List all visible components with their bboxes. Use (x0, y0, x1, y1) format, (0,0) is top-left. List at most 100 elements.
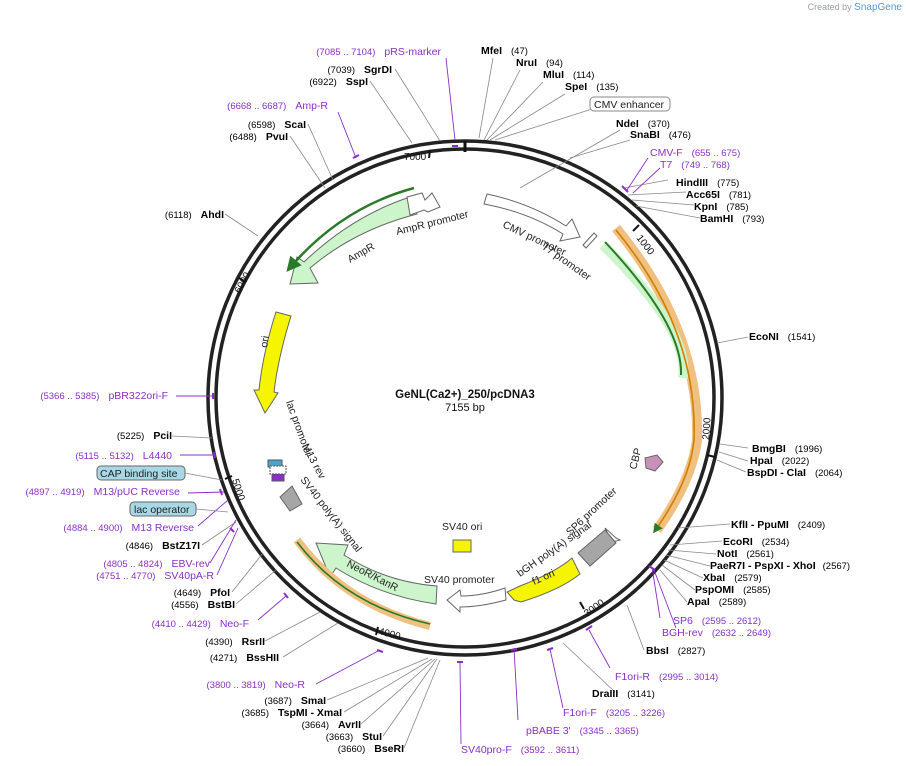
tick-marks (224, 149, 716, 636)
enzyme-pos: (2567) (823, 561, 850, 572)
enzyme-pos: (775) (717, 178, 739, 189)
primer-range: (4751 .. 4770) (96, 571, 155, 582)
svg-text:(3664)AvrII: (3664)AvrII (302, 719, 362, 731)
enzyme-labels[interactable]: MfeI(47) NruI(94) MluI(114) SpeI(135) Nd… (117, 45, 850, 755)
enzyme-name: PaeR7I - PspXI - XhoI (710, 560, 816, 572)
enzyme-name: RsrII (242, 636, 265, 648)
sv40-ori-feature[interactable] (452, 539, 472, 553)
enzyme-pos: (2064) (815, 468, 842, 479)
primer-name: L4440 (143, 450, 172, 462)
plasmid-name: GeNL(Ca2+)_250/pcDNA3 (395, 389, 535, 401)
neor-kanr-arrow[interactable] (315, 542, 438, 605)
svg-text:(5115 .. 5132)L4440: (5115 .. 5132) L4440 (75, 450, 172, 462)
svg-text:HindIII(775): HindIII(775) (676, 177, 739, 189)
boxed-labels[interactable]: CMV enhancer CAP binding site lac operat… (96, 96, 671, 517)
feature-label-sv40-ori: SV40 ori (442, 521, 482, 533)
cap-binding-site-label: CAP binding site (100, 468, 178, 480)
enzyme-pos: (4271) (210, 653, 237, 664)
enzyme-name: MluI (543, 69, 564, 81)
primer-name: Amp-R (295, 100, 328, 112)
primer-range: (5366 .. 5385) (40, 391, 99, 402)
primer-range: (6668 .. 6687) (227, 101, 286, 112)
svg-text:SP6(2595 .. 2612): SP6 (2595 .. 2612) (673, 615, 761, 627)
ampr-promoter-arrow[interactable] (406, 192, 441, 216)
enzyme-name: DraIII (592, 688, 618, 700)
svg-text:EcoRI(2534): EcoRI(2534) (723, 536, 789, 548)
primer-range: (5115 .. 5132) (75, 451, 133, 462)
enzyme-pos: (6118) (165, 210, 192, 221)
lac-operator-feature[interactable] (271, 473, 285, 482)
primer-range: (4897 .. 4919) (25, 487, 84, 498)
svg-text:KflI - PpuMI(2409): KflI - PpuMI(2409) (731, 519, 825, 531)
primer-name: pBABE 3' (526, 725, 571, 737)
f1-ori-arrow[interactable] (506, 557, 581, 603)
enzyme-name: BmgBI (752, 443, 786, 455)
svg-text:(6488)PvuI: (6488)PvuI (229, 131, 288, 143)
enzyme-name: BssHII (246, 652, 279, 664)
svg-text:(3800 .. 3819)Neo-R: (3800 .. 3819)Neo-R (207, 679, 306, 691)
primer-name: CMV-F (650, 147, 683, 159)
tick-2000: 2000 (701, 417, 714, 440)
svg-text:(6922)SspI: (6922)SspI (309, 76, 368, 88)
boxed-label-leaders (184, 472, 229, 513)
plasmid-length: 7155 bp (445, 402, 485, 414)
primer-range: (3345 .. 3365) (580, 726, 639, 737)
ampr-feature-arrow[interactable] (289, 196, 418, 285)
svg-text:BGH-rev(2632 .. 2649): BGH-rev (2632 .. 2649) (662, 627, 771, 639)
svg-text:SpeI(135): SpeI(135) (565, 81, 618, 93)
primer-range: (2632 .. 2649) (712, 628, 771, 639)
enzyme-pos: (4390) (205, 637, 232, 648)
svg-text:BspDI - ClaI(2064): BspDI - ClaI(2064) (747, 467, 842, 479)
primer-name: SV40pro-F (461, 744, 512, 756)
insert-arc-green[interactable] (599, 241, 689, 379)
svg-text:PaeR7I - PspXI - XhoI(2567): PaeR7I - PspXI - XhoI (2567) (710, 560, 850, 572)
primer-range: (3800 .. 3819) (207, 680, 266, 691)
primer-name: EBV-rev (171, 558, 210, 570)
primer-range: (655 .. 675) (692, 148, 741, 159)
primer-name: pRS-marker (384, 46, 441, 58)
primer-range: (2595 .. 2612) (702, 616, 761, 627)
snapgene-logo-text: SnapGene (854, 2, 902, 13)
sv40-promoter-arrow[interactable] (446, 587, 507, 614)
ori-arrow[interactable] (253, 311, 292, 415)
svg-text:EcoNI(1541): EcoNI(1541) (749, 331, 815, 343)
enzyme-pos: (4846) (126, 541, 153, 552)
t7-promoter-arrow[interactable] (582, 232, 598, 249)
cmv-promoter-arrow[interactable] (483, 193, 581, 242)
feature-label-lac-promoter: lac promoter (283, 399, 314, 458)
enzyme-name: BbsI (646, 645, 669, 657)
feature-label-cbp: CBP (627, 447, 644, 471)
svg-text:(4846)BstZ17I: (4846)BstZ17I (126, 540, 200, 552)
enzyme-name: SmaI (301, 695, 326, 707)
primer-name: SP6 (673, 615, 693, 627)
enzyme-name: PvuI (266, 131, 288, 143)
enzyme-pos: (2579) (734, 573, 761, 584)
svg-text:NotI(2561): NotI(2561) (717, 548, 774, 560)
enzyme-pos: (2585) (743, 585, 770, 596)
svg-text:(6598)ScaI: (6598)ScaI (248, 119, 306, 131)
insert-arc-orange[interactable] (612, 224, 703, 533)
bgh-polya-feature[interactable] (577, 529, 617, 567)
enzyme-name: SnaBI (630, 129, 660, 141)
svg-text:(6118)AhdI: (6118)AhdI (165, 209, 224, 221)
svg-text:(7039)SgrDI: (7039)SgrDI (328, 64, 393, 76)
enzyme-pos: (47) (511, 46, 528, 57)
snapgene-branding: Created by SnapGene (808, 2, 902, 13)
enzyme-pos: (3663) (326, 732, 353, 743)
svg-text:(7085 .. 7104)pRS-marker: (7085 .. 7104)pRS-marker (316, 46, 441, 58)
svg-text:pBABE 3'(3345 .. 3365): pBABE 3' (3345 .. 3365) (526, 725, 639, 737)
primer-name: BGH-rev (662, 627, 704, 639)
svg-text:MluI(114): MluI (114) (543, 69, 594, 81)
primer-range: (749 .. 768) (681, 160, 730, 171)
lac-promoter-feature[interactable] (269, 465, 287, 475)
svg-text:SV40pro-F(3592 .. 3611): SV40pro-F(3592 .. 3611) (461, 744, 579, 756)
svg-text:NdeI(370): NdeI(370) (616, 118, 670, 130)
created-by-text: Created by (807, 2, 852, 12)
enzyme-pos: (4556) (171, 600, 198, 611)
primer-labels[interactable]: (7085 .. 7104)pRS-marker (6668 .. 6687) A… (25, 46, 771, 756)
enzyme-name: ApaI (687, 596, 710, 608)
cbp-feature[interactable] (644, 454, 664, 472)
sv40-polya-feature[interactable] (279, 485, 303, 512)
enzyme-pos: (114) (573, 70, 594, 81)
